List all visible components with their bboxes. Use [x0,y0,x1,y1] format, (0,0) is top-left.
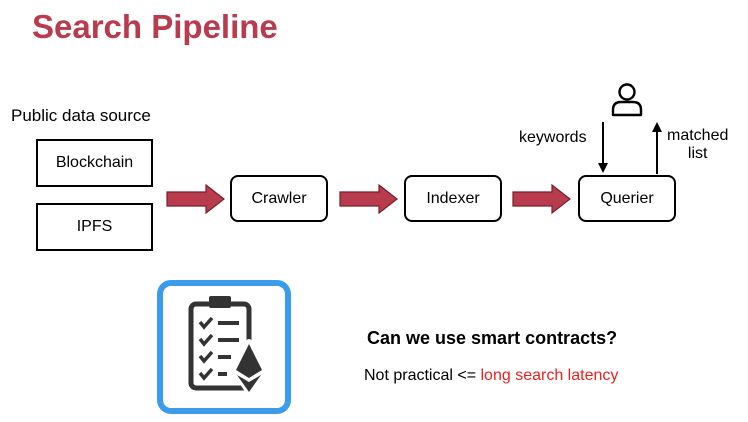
matched-list-arrow [652,122,662,174]
stage-label: Querier [600,189,654,207]
stage-indexer: Indexer [404,175,502,222]
answer-text: Not practical <= long search latency [364,367,618,385]
user-icon [611,83,643,117]
matched-label-line: matched [667,127,729,144]
source-box-label: IPFS [76,218,113,235]
clipboard-checklist-icon [188,296,266,396]
source-label: Public data source [11,106,151,125]
keywords-arrow [598,122,608,173]
page-title: Search Pipeline [32,8,278,45]
stage-label: Indexer [426,189,480,207]
source-box-ipfs: IPFS [36,203,153,251]
source-box-blockchain: Blockchain [36,139,153,187]
smart-contract-card [157,280,291,414]
flow-arrow-3 [512,184,571,214]
answer-prefix: Not practical <= [364,367,481,384]
stage-label: Crawler [251,189,307,207]
question-text: Can we use smart contracts? [367,328,618,348]
stage-crawler: Crawler [230,175,328,222]
ethereum-icon [232,339,266,396]
list-label-line: list [687,145,708,163]
flow-arrow-2 [339,184,398,214]
matched-list-label: matched list [667,127,728,164]
answer-highlight: long search latency [480,367,619,384]
keywords-label: keywords [519,129,587,146]
stage-querier: Querier [578,175,676,222]
flow-arrow-1 [166,184,225,214]
source-box-label: Blockchain [55,154,134,171]
